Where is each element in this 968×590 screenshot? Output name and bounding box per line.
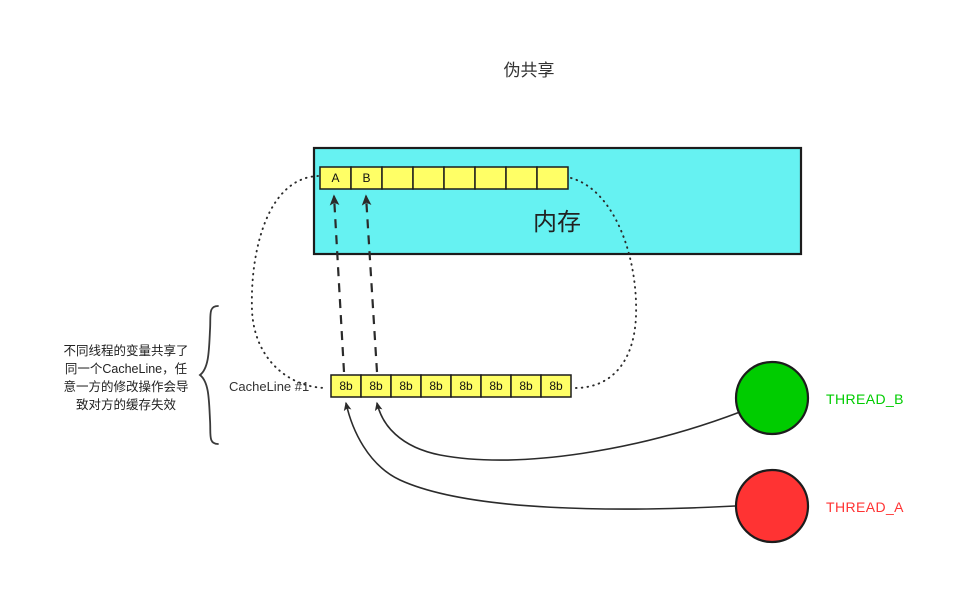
- thread-b-arrow: [374, 401, 741, 461]
- memory-box: [312, 146, 803, 256]
- note-line: 意一方的修改操作会导: [63, 379, 188, 394]
- memory-cell-row: A B: [319, 166, 569, 190]
- cacheline-cell-label: 8b: [519, 379, 533, 393]
- note-line: 不同线程的变量共享了: [63, 343, 188, 358]
- thread-a-label: THREAD_A: [826, 499, 904, 515]
- thread-b-node[interactable]: [734, 360, 810, 436]
- dashed-arrow-b: [361, 194, 379, 373]
- note-line: 同一个CacheLine，任: [65, 362, 187, 376]
- grouping-brace: [198, 305, 219, 445]
- memory-cell[interactable]: [381, 166, 414, 190]
- cacheline-cell-label: 8b: [549, 379, 563, 393]
- memory-cell-label: A: [331, 171, 339, 185]
- cacheline-cell-label: 8b: [429, 379, 443, 393]
- memory-cell-label: B: [362, 171, 370, 185]
- cacheline-cell-label: 8b: [399, 379, 413, 393]
- page-title: 伪共享: [504, 61, 555, 80]
- dotted-link-left: [250, 175, 328, 389]
- memory-cell[interactable]: [536, 166, 569, 190]
- thread-b-label: THREAD_B: [826, 391, 904, 407]
- dotted-link-right: [570, 177, 637, 389]
- note-line: 致对方的缓存失效: [76, 397, 177, 412]
- cacheline-cell-label: 8b: [489, 379, 503, 393]
- cacheline-cell[interactable]: [540, 374, 572, 398]
- cacheline-label: CacheLine #1: [229, 379, 309, 394]
- memory-label: 内存: [533, 209, 581, 236]
- memory-cell[interactable]: [412, 166, 445, 190]
- thread-a-arrow: [343, 401, 736, 510]
- memory-cell[interactable]: [474, 166, 507, 190]
- cacheline-cell-label: 8b: [339, 379, 353, 393]
- memory-cell[interactable]: [443, 166, 476, 190]
- cacheline-cell-label: 8b: [369, 379, 383, 393]
- thread-a-node[interactable]: [734, 468, 810, 544]
- memory-cell[interactable]: [505, 166, 538, 190]
- explanation-note: 不同线程的变量共享了 同一个CacheLine，任 意一方的修改操作会导 致对方…: [63, 343, 188, 412]
- cacheline-cell-row: 8b 8b 8b 8b 8b 8b 8b 8b: [330, 374, 572, 398]
- dashed-arrow-a: [329, 194, 346, 373]
- cacheline-cell-label: 8b: [459, 379, 473, 393]
